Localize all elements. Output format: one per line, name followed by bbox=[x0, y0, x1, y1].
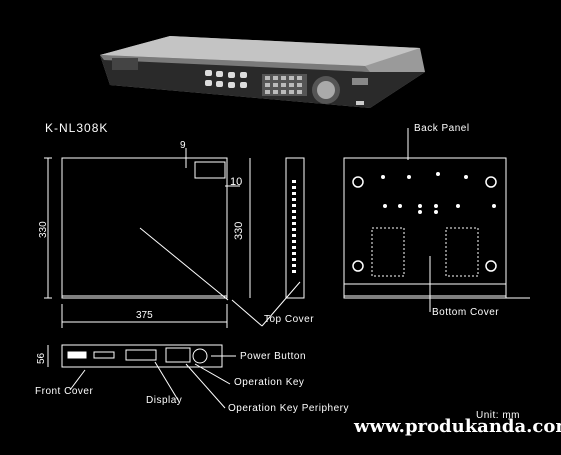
device-photo bbox=[100, 36, 425, 108]
bottom-view bbox=[343, 128, 530, 312]
side-view bbox=[231, 157, 305, 327]
top-view bbox=[44, 148, 240, 328]
dimension-depth: 330 bbox=[38, 221, 49, 238]
front-view bbox=[47, 344, 236, 409]
operation-key-label: Operation Key bbox=[234, 377, 305, 388]
operation-key-periphery-label: Operation Key Periphery bbox=[228, 403, 350, 414]
model-label: K-NL308K bbox=[45, 121, 109, 135]
dimension-small: 10 bbox=[230, 176, 243, 188]
display-label: Display bbox=[146, 395, 183, 406]
power-button-label: Power Button bbox=[240, 351, 307, 362]
dimension-top: 9 bbox=[180, 140, 186, 151]
dimension-width: 375 bbox=[136, 310, 153, 321]
dimension-height: 56 bbox=[36, 352, 47, 364]
back-panel-label: Back Panel bbox=[414, 123, 470, 134]
top-cover-label: Top Cover bbox=[264, 314, 315, 325]
dimension-depth-side: 330 bbox=[233, 221, 245, 240]
watermark: www.produkanda.com bbox=[354, 416, 561, 437]
unit-label: Unit: mm bbox=[476, 410, 520, 421]
front-cover-label: Front Cover bbox=[35, 386, 94, 397]
bottom-cover-label: Bottom Cover bbox=[432, 307, 500, 318]
